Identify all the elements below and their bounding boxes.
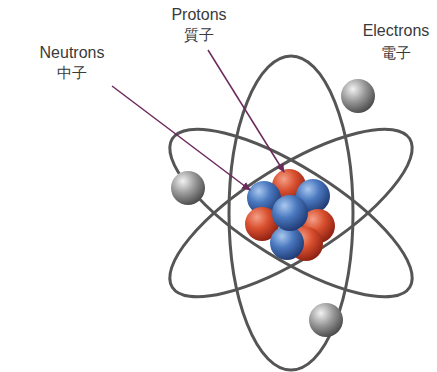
orbit — [148, 100, 434, 326]
orbit — [229, 56, 353, 370]
electrons-label: Electrons — [363, 22, 430, 40]
neutrons-label-zh: 中子 — [57, 64, 87, 82]
electron — [171, 171, 205, 205]
orbits — [148, 56, 434, 370]
electrons — [171, 79, 375, 337]
leader-line — [112, 86, 250, 190]
neutron — [272, 195, 308, 231]
leader-line — [208, 50, 284, 172]
nucleus — [245, 169, 335, 261]
electron — [341, 79, 375, 113]
protons-label: Protons — [171, 6, 226, 24]
protons-label-zh: 質子 — [184, 26, 214, 44]
electron — [309, 303, 343, 337]
electrons-label-zh: 電子 — [381, 44, 411, 62]
neutrons-label: Neutrons — [40, 44, 105, 62]
leader-lines — [112, 50, 284, 190]
neutron — [270, 226, 304, 260]
orbit — [148, 100, 434, 326]
